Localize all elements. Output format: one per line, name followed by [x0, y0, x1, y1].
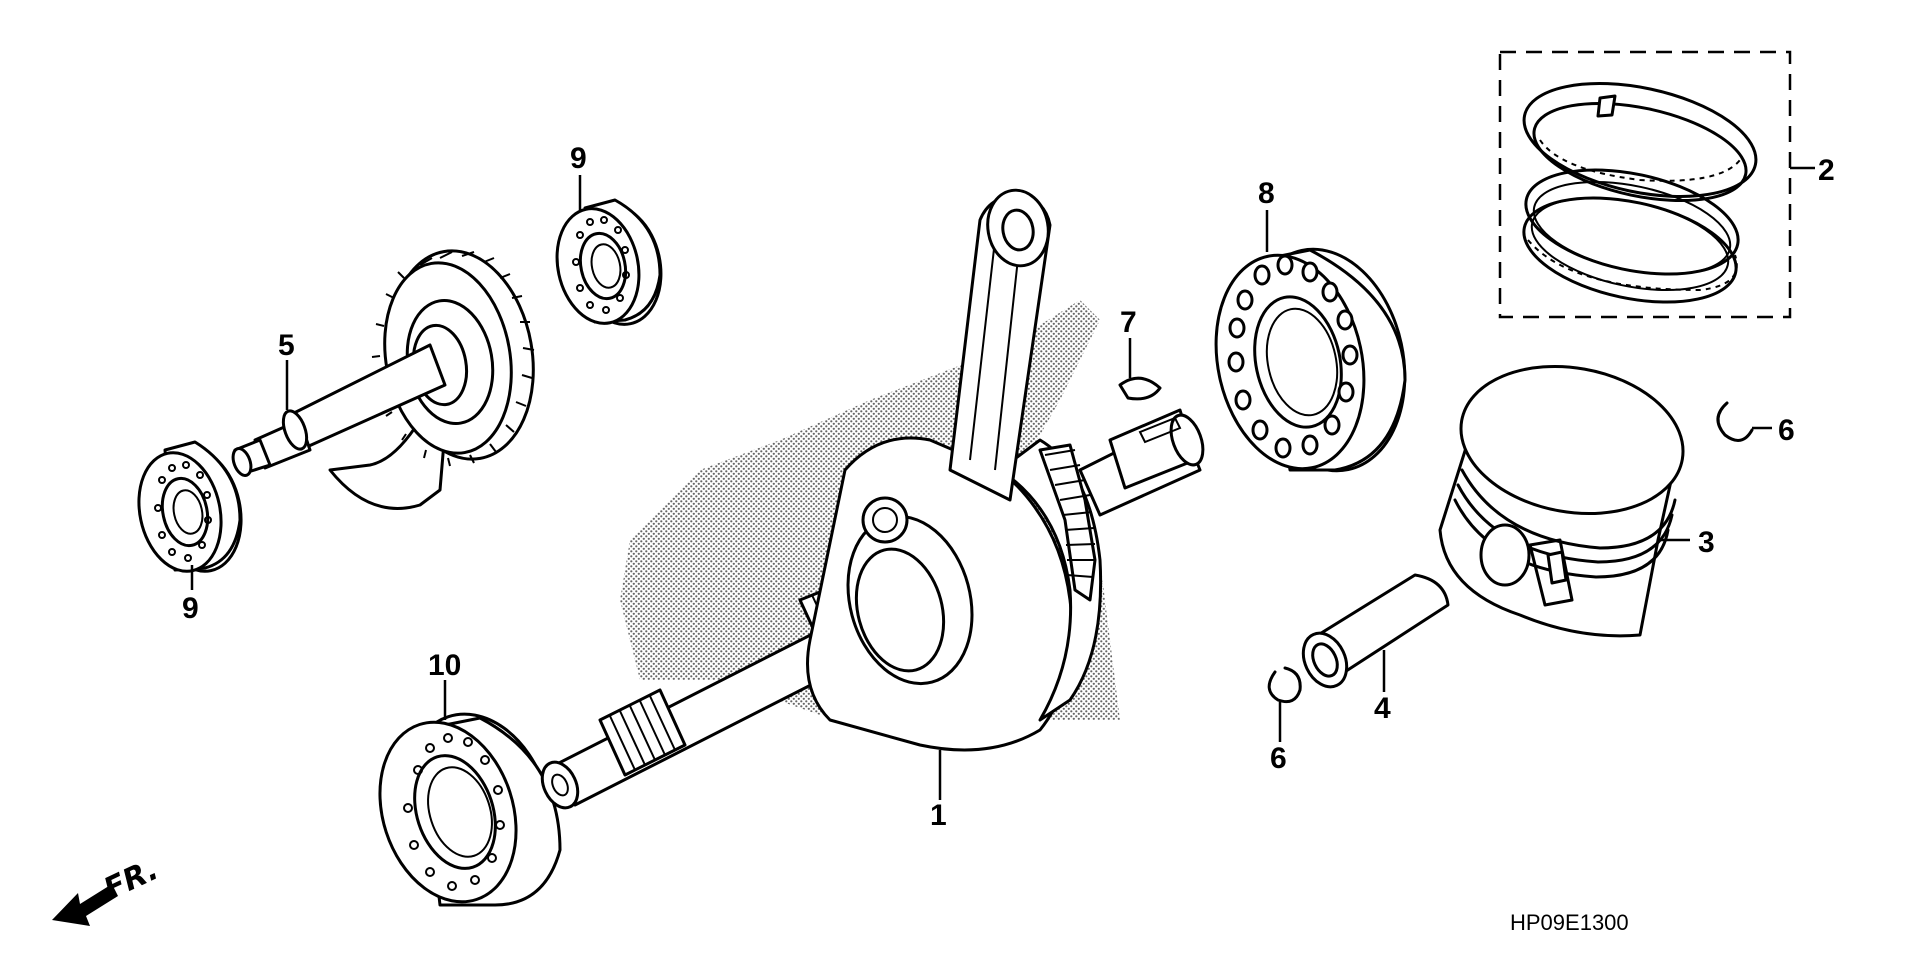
leader-lines [190, 166, 1815, 800]
callout-3: 3 [1698, 526, 1715, 559]
connecting-rod[interactable] [948, 185, 1054, 502]
main-bearing-10[interactable] [358, 695, 574, 921]
callout-9b: 9 [182, 592, 199, 625]
bearing-9-lower[interactable] [128, 440, 252, 580]
piston-3[interactable] [1438, 350, 1695, 638]
piston-pin-clip-6-lower[interactable] [1267, 666, 1302, 704]
diagram-code: HP09E1300 [1510, 910, 1629, 935]
balancer-shaft-5[interactable] [230, 239, 549, 510]
piston-ring-set-2[interactable] [1498, 50, 1792, 319]
callout-9a: 9 [570, 142, 587, 175]
callout-1: 1 [930, 799, 947, 832]
callout-2: 2 [1818, 154, 1835, 187]
callout-6b: 6 [1778, 414, 1795, 447]
woodruff-key-7[interactable] [1118, 376, 1162, 401]
bearing-8[interactable] [1197, 234, 1424, 486]
piston-pin-clip-6-upper[interactable] [1716, 401, 1754, 442]
callout-8: 8 [1258, 177, 1275, 210]
front-direction-indicator: FR. [52, 852, 164, 926]
callout-7: 7 [1120, 306, 1137, 339]
arrow-left-down-icon [52, 884, 118, 926]
callout-6a: 6 [1270, 742, 1287, 775]
bearing-9-upper[interactable] [547, 198, 672, 333]
callout-4: 4 [1374, 692, 1391, 725]
callout-10: 10 [428, 649, 461, 682]
crankshaft-1[interactable] [535, 408, 1209, 814]
callout-5: 5 [278, 329, 295, 362]
callout-labels: 1 2 3 4 5 6 6 7 8 9 9 10 [182, 142, 1835, 832]
piston-pin-4[interactable] [1295, 573, 1450, 694]
